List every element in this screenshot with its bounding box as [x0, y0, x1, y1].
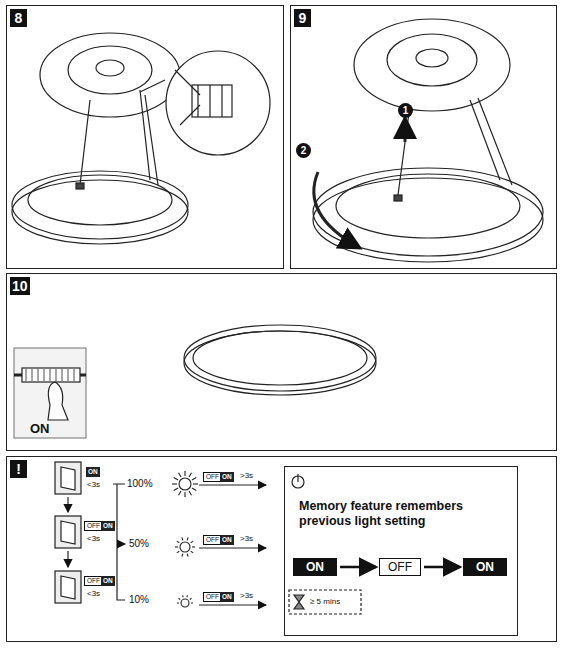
label: 50%	[129, 538, 149, 549]
step-panel: 10	[6, 273, 557, 451]
panel-10-drawing	[14, 325, 376, 438]
label: ≥ 5 mins	[310, 597, 340, 606]
label: <3s	[87, 534, 100, 543]
flow-arrow	[424, 566, 460, 569]
callout-number: 1	[398, 103, 413, 118]
label: ON	[220, 592, 234, 602]
callout-number: 2	[296, 143, 311, 158]
switch-state-box: ON	[463, 558, 507, 576]
step-number: 10	[10, 277, 30, 295]
terminal-ticks	[26, 369, 74, 381]
step-number: 8	[10, 9, 27, 27]
step-number: !	[10, 460, 27, 478]
label: ON	[220, 535, 234, 545]
label: >3s	[240, 471, 253, 480]
switch-state-box: OFF	[379, 558, 421, 576]
box-text: ON	[476, 560, 494, 574]
label: ON	[30, 421, 50, 436]
brightness-icons	[172, 471, 198, 607]
flow-arrow	[340, 566, 376, 569]
label: >3s	[240, 534, 253, 543]
label: ON	[220, 472, 234, 482]
step-panel: 9	[290, 5, 557, 269]
box-text: Memory feature remembers previous light …	[299, 499, 504, 529]
panel-9-drawing	[313, 19, 543, 262]
step-number: 9	[294, 9, 311, 27]
label: >3s	[240, 591, 253, 600]
label: ON	[86, 467, 100, 477]
label: ON	[101, 521, 115, 531]
box-text: ON	[306, 560, 324, 574]
box-text: OFF	[388, 560, 412, 574]
label: 100%	[127, 478, 153, 489]
label: <3s	[87, 480, 100, 489]
panel-8-drawing	[12, 33, 270, 244]
panel-warning-drawing	[55, 462, 361, 614]
step-panel: 8	[6, 5, 284, 269]
label: <3s	[87, 589, 100, 598]
memory-box: Memory feature remembers previous light …	[284, 466, 518, 636]
label: 10%	[129, 594, 149, 605]
switch-state-box: ON	[293, 558, 337, 576]
label: ON	[101, 576, 115, 586]
